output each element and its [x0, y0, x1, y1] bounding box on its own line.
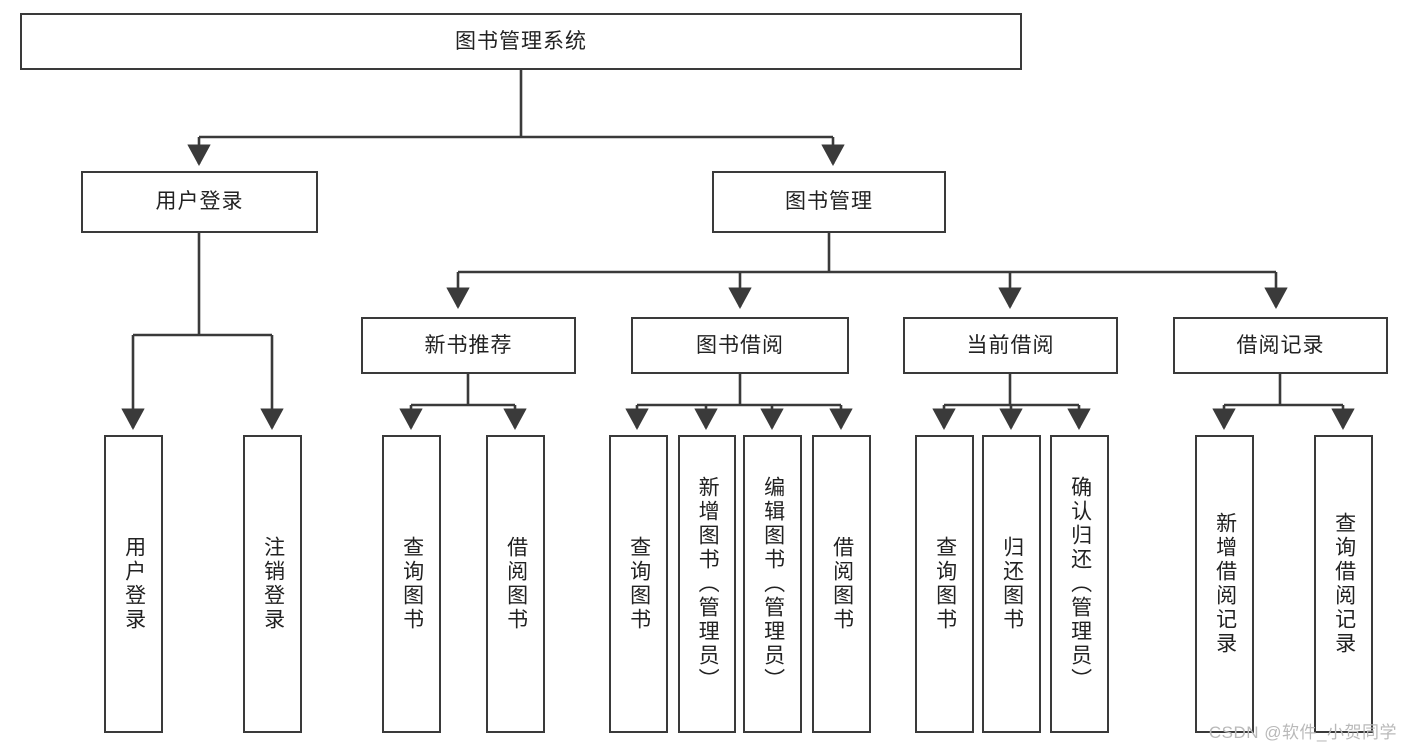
- leaf-borrow-record-query-record[interactable]: 查询借阅记录: [1314, 435, 1373, 733]
- leaf-current-borrow-return-book[interactable]: 归还图书: [982, 435, 1041, 733]
- node-label: 图书管理系统: [455, 29, 587, 53]
- node-user-login[interactable]: 用户登录: [81, 171, 318, 233]
- node-label: 图书借阅: [696, 333, 784, 357]
- node-label: 用户登录: [122, 536, 146, 632]
- leaf-borrow-record-add-record[interactable]: 新增借阅记录: [1195, 435, 1254, 733]
- node-label: 注销登录: [261, 536, 285, 632]
- node-label: 查询图书: [627, 536, 651, 632]
- leaf-current-borrow-confirm-return-admin[interactable]: 确认归还（管理员）: [1050, 435, 1109, 733]
- node-label: 归还图书: [1000, 536, 1024, 632]
- leaf-new-book-query-book[interactable]: 查询图书: [382, 435, 441, 733]
- leaf-new-book-borrow-book[interactable]: 借阅图书: [486, 435, 545, 733]
- node-label: 借阅图书: [504, 536, 528, 632]
- node-new-book-recommend[interactable]: 新书推荐: [361, 317, 576, 374]
- node-label: 新增图书（管理员）: [696, 476, 720, 692]
- watermark: CSDN @软件_小贺同学: [1208, 723, 1397, 742]
- node-label: 确认归还（管理员）: [1068, 476, 1092, 692]
- node-label: 借阅记录: [1236, 333, 1325, 357]
- leaf-user-login-login[interactable]: 用户登录: [104, 435, 163, 733]
- leaf-book-borrow-edit-book-admin[interactable]: 编辑图书（管理员）: [743, 435, 802, 733]
- leaf-book-borrow-add-book-admin[interactable]: 新增图书（管理员）: [678, 435, 736, 733]
- leaf-current-borrow-query-book[interactable]: 查询图书: [915, 435, 974, 733]
- node-book-management[interactable]: 图书管理: [712, 171, 946, 233]
- node-borrow-record[interactable]: 借阅记录: [1173, 317, 1388, 374]
- leaf-book-borrow-borrow-book[interactable]: 借阅图书: [812, 435, 871, 733]
- node-root-book-management-system[interactable]: 图书管理系统: [20, 13, 1022, 70]
- node-label: 编辑图书（管理员）: [761, 476, 785, 692]
- node-label: 当前借阅: [966, 333, 1055, 357]
- node-label: 查询图书: [400, 536, 424, 632]
- node-label: 图书管理: [785, 190, 873, 214]
- node-label: 查询图书: [933, 536, 957, 632]
- node-label: 借阅图书: [830, 536, 854, 632]
- leaf-user-login-logout[interactable]: 注销登录: [243, 435, 302, 733]
- node-label: 新书推荐: [424, 333, 513, 357]
- node-label: 用户登录: [155, 190, 244, 214]
- node-label: 查询借阅记录: [1332, 512, 1356, 656]
- node-current-borrow[interactable]: 当前借阅: [903, 317, 1118, 374]
- leaf-book-borrow-query-book[interactable]: 查询图书: [609, 435, 668, 733]
- node-label: 新增借阅记录: [1213, 512, 1237, 656]
- node-book-borrow[interactable]: 图书借阅: [631, 317, 849, 374]
